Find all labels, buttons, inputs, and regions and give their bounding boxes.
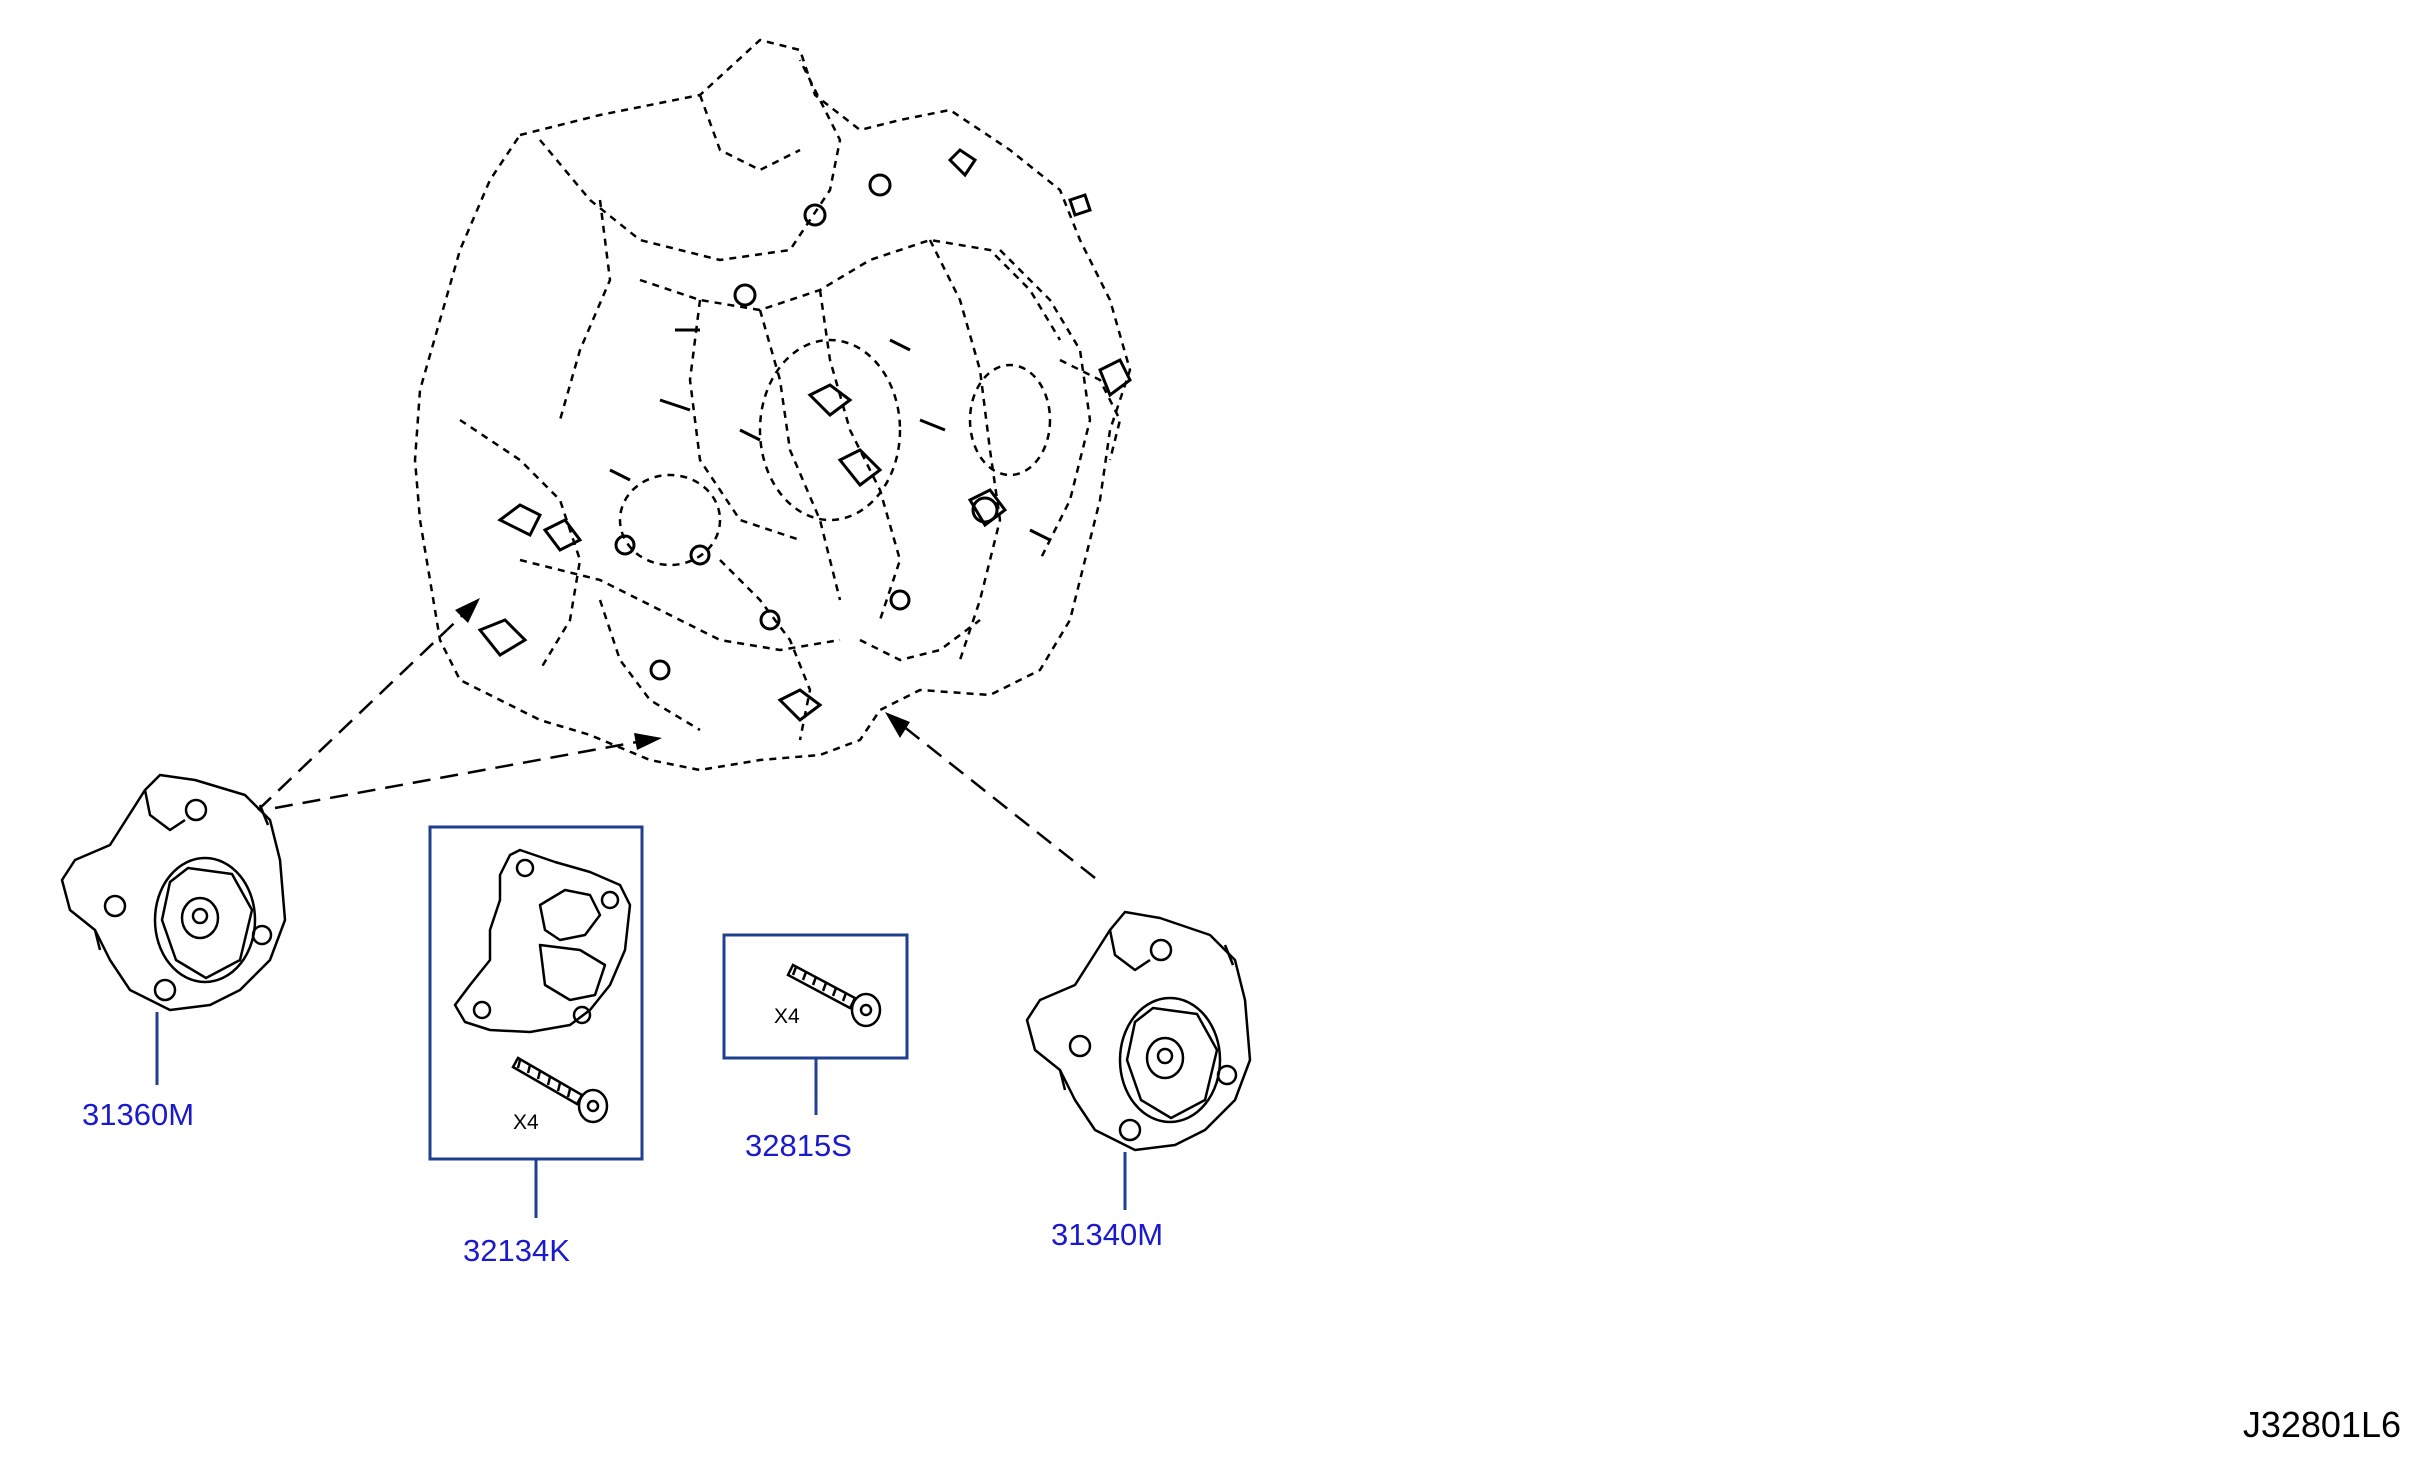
arrow-head-icon — [455, 598, 480, 623]
installation-arrows — [257, 607, 1096, 879]
part-number-32815s[interactable]: 32815S — [745, 1128, 852, 1163]
diagram-code: J32801L6 — [2242, 1404, 2401, 1445]
arrow-head-icon — [634, 733, 662, 750]
quantity-32134k: X4 — [513, 1111, 539, 1134]
arrow-head-icon — [885, 712, 910, 738]
bolt-32815s-drawing — [786, 963, 882, 1028]
flange-31340m-drawing[interactable] — [1025, 910, 1252, 1152]
arrow-heads — [455, 598, 910, 750]
transmission-assembly-drawing — [413, 38, 1132, 772]
transmission-detail-marks — [477, 148, 1132, 722]
callout-box-32815s — [722, 933, 909, 1060]
callout-box-32134k — [428, 825, 644, 1161]
quantity-32815s: X4 — [774, 1005, 800, 1028]
part-number-31360m[interactable]: 31360M — [82, 1097, 195, 1132]
gasket-plate-drawing[interactable] — [453, 848, 632, 1034]
part-number-31340m[interactable]: 31340M — [1051, 1217, 1164, 1252]
bolt-32134k-drawing — [511, 1056, 609, 1124]
flange-31360m-drawing[interactable] — [60, 773, 287, 1012]
part-number-32134k[interactable]: 32134K — [463, 1233, 570, 1268]
